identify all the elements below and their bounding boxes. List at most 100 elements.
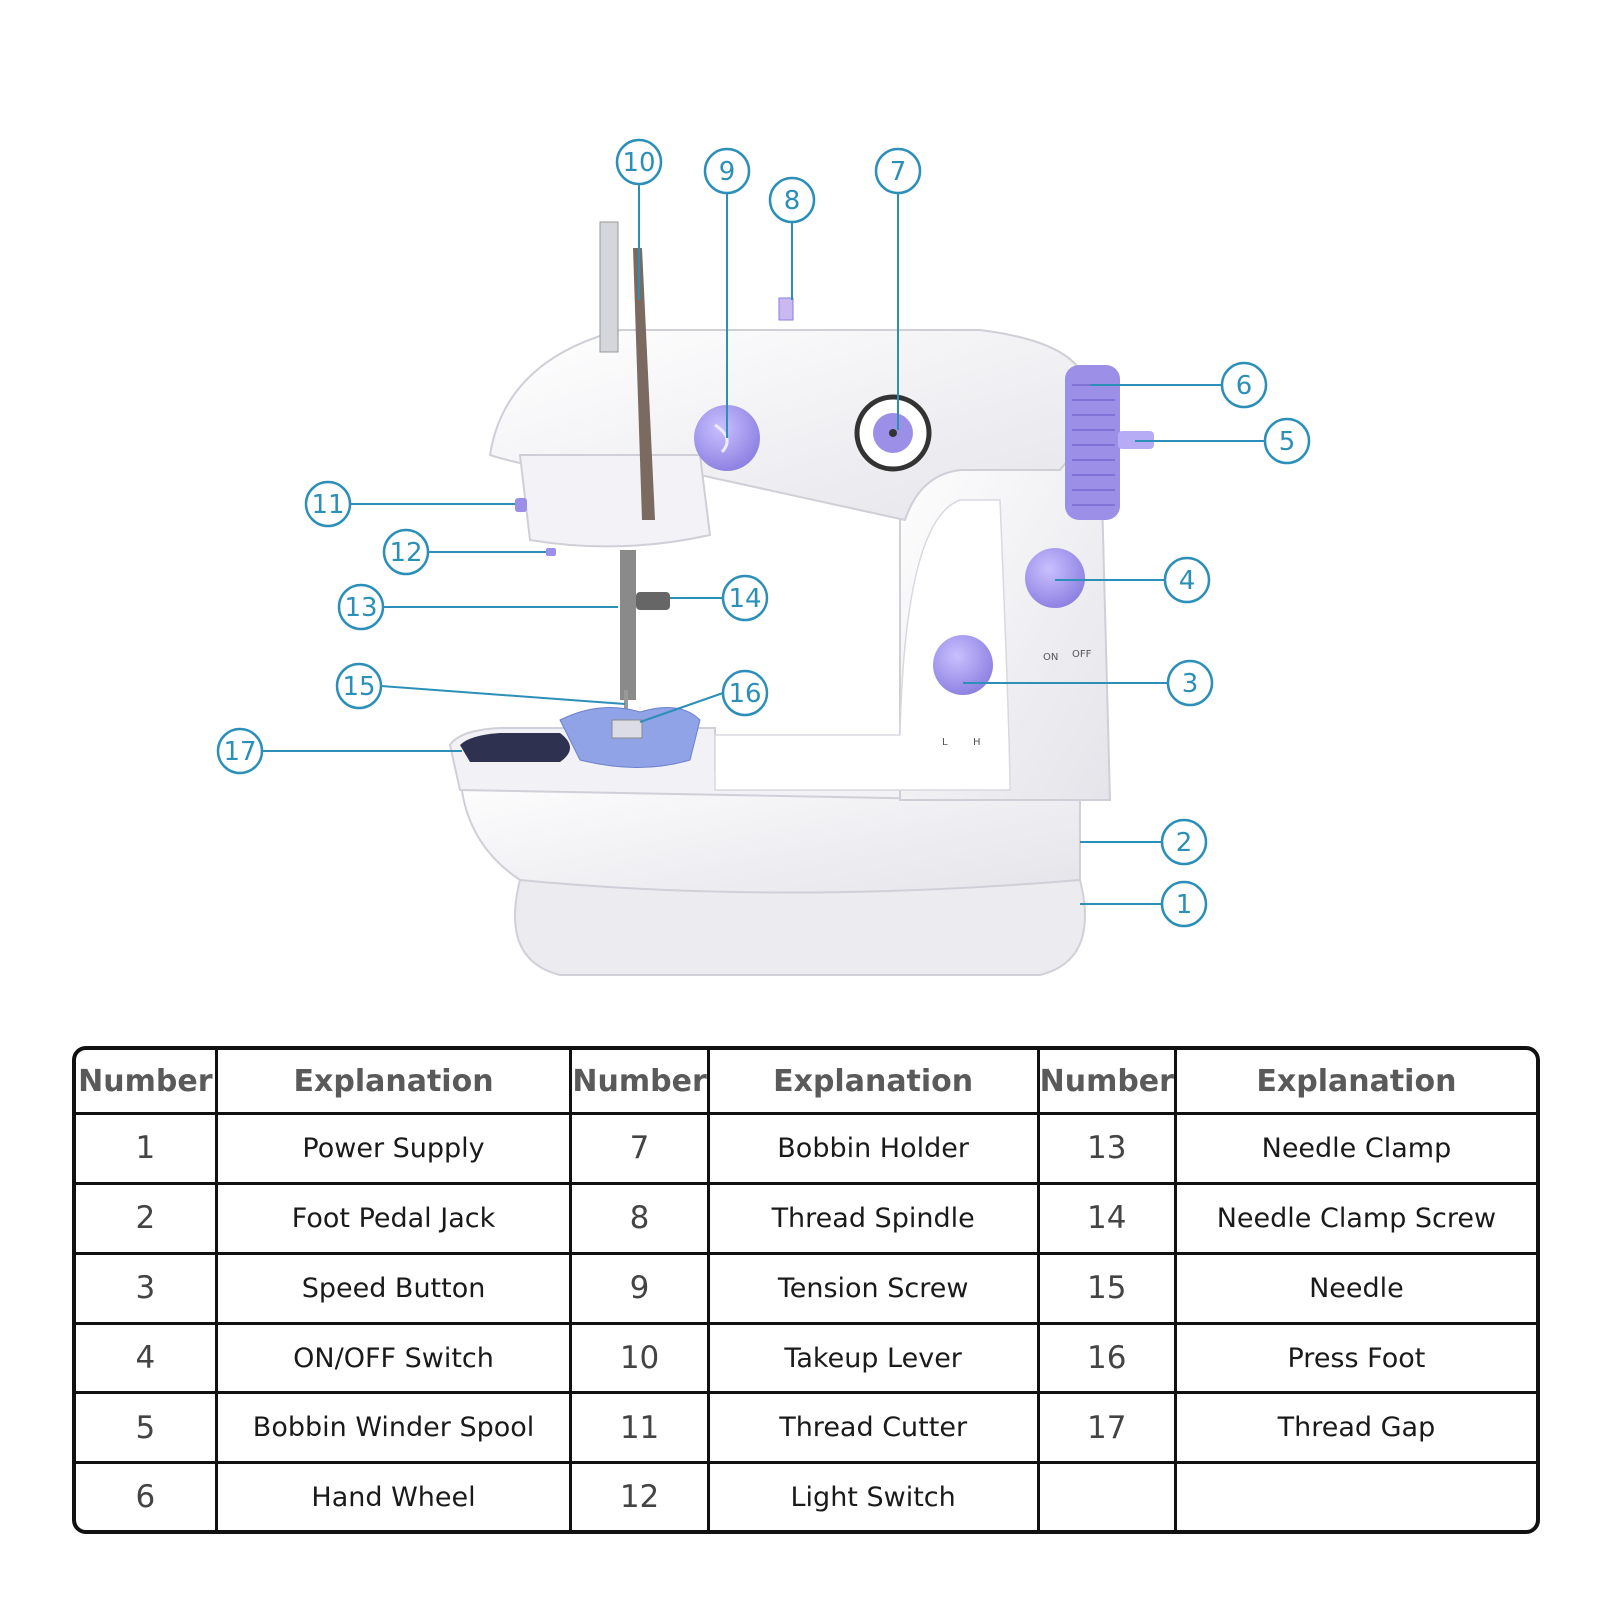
callout-4-circle	[1163, 556, 1211, 604]
cell-number: 6	[76, 1461, 218, 1530]
tension-screw-mark	[714, 423, 729, 454]
thread-gap-plate	[460, 733, 570, 762]
callout-3-circle	[1166, 659, 1214, 707]
cell-explanation: Needle Clamp	[1173, 1112, 1536, 1185]
callout-12-circle	[382, 528, 430, 576]
cell-explanation	[1173, 1461, 1536, 1530]
cell-explanation: Speed Button	[214, 1251, 573, 1325]
cell-explanation: Hand Wheel	[214, 1461, 573, 1530]
callout-17: 17	[223, 737, 256, 767]
callouts	[216, 138, 1311, 928]
cell-number: 16	[1036, 1321, 1177, 1395]
table-row: 5 Bobbin Winder Spool 11 Thread Cutter 1…	[76, 1391, 1536, 1465]
spool-pin	[599, 221, 619, 353]
callout-15-circle	[335, 662, 383, 710]
cell-number: 3	[76, 1251, 218, 1325]
header-explanation: Explanation	[706, 1050, 1040, 1115]
cell-explanation: Light Switch	[706, 1461, 1040, 1530]
cell-number: 7	[569, 1112, 710, 1185]
cell-explanation: Tension Screw	[706, 1251, 1040, 1325]
thread-spindle	[778, 297, 794, 321]
callout-17-circle	[216, 727, 264, 775]
cell-explanation: Thread Gap	[1173, 1391, 1536, 1465]
callout-numbers: 1 2 3 4 5 6 7 8 9 10 11 12 13 14 15 16 1…	[223, 148, 1295, 920]
low-label: L	[942, 737, 948, 748]
cell-number: 8	[569, 1181, 710, 1255]
callout-13-circle	[337, 583, 385, 631]
takeup-lever	[633, 248, 655, 520]
machine-head	[518, 454, 712, 548]
cell-number: 17	[1036, 1391, 1177, 1465]
cell-explanation: Power Supply	[214, 1112, 573, 1185]
callout-5: 5	[1279, 427, 1296, 457]
cell-explanation: Thread Spindle	[706, 1181, 1040, 1255]
header-number: Number	[1036, 1050, 1177, 1115]
on-label: ON	[1043, 652, 1058, 663]
callout-15: 15	[342, 672, 375, 702]
table-row: 3 Speed Button 9 Tension Screw 15 Needle	[76, 1251, 1536, 1325]
callout-6: 6	[1236, 371, 1253, 401]
cell-number: 11	[569, 1391, 710, 1465]
press-foot	[611, 719, 643, 739]
cell-number: 14	[1036, 1181, 1177, 1255]
cell-explanation: Needle Clamp Screw	[1173, 1181, 1536, 1255]
callout-16: 16	[728, 679, 761, 709]
cell-number: 13	[1036, 1112, 1177, 1185]
cell-explanation: Thread Cutter	[706, 1391, 1040, 1465]
cell-explanation: Press Foot	[1173, 1321, 1536, 1395]
cell-explanation: Bobbin Winder Spool	[214, 1391, 573, 1465]
callout-8-circle	[768, 176, 816, 224]
cell-number: 15	[1036, 1251, 1177, 1325]
hand-wheel	[1065, 365, 1120, 520]
callout-11-circle	[304, 480, 352, 528]
callout-4: 4	[1179, 566, 1196, 596]
thread-cutter	[515, 498, 527, 512]
high-label: H	[973, 737, 981, 748]
header-number: Number	[569, 1050, 710, 1115]
light-switch	[546, 548, 556, 556]
bobbin-holder-hub	[889, 429, 897, 437]
cell-number: 1	[76, 1112, 218, 1185]
cell-explanation: Takeup Lever	[706, 1321, 1040, 1395]
cell-number: 2	[76, 1181, 218, 1255]
sewing-machine: ON OFF L H	[448, 221, 1154, 976]
table-header-row: Number Explanation Number Explanation Nu…	[76, 1050, 1536, 1115]
cell-number: 12	[569, 1461, 710, 1530]
table-row: 6 Hand Wheel 12 Light Switch	[76, 1461, 1536, 1530]
header-number: Number	[76, 1050, 218, 1115]
arch-opening	[714, 499, 1011, 791]
callout-1-circle	[1160, 880, 1208, 928]
needle-bar	[620, 550, 636, 700]
table-row: 1 Power Supply 7 Bobbin Holder 13 Needle…	[76, 1112, 1536, 1185]
on-off-switch	[1025, 548, 1085, 608]
cell-explanation: Needle	[1173, 1251, 1536, 1325]
cell-number: 9	[569, 1251, 710, 1325]
needle-clamp-screw	[636, 592, 670, 610]
callout-10-circle	[615, 138, 663, 186]
cell-explanation: ON/OFF Switch	[214, 1321, 573, 1395]
cell-number	[1036, 1461, 1177, 1530]
header-explanation: Explanation	[214, 1050, 573, 1115]
callout-8: 8	[784, 186, 801, 216]
cell-explanation: Foot Pedal Jack	[214, 1181, 573, 1255]
off-label: OFF	[1072, 649, 1092, 660]
callout-3: 3	[1182, 669, 1199, 699]
leader-lines	[262, 184, 1265, 905]
callout-9: 9	[719, 157, 736, 187]
callout-5-circle	[1263, 417, 1311, 465]
table-row: 4 ON/OFF Switch 10 Takeup Lever 16 Press…	[76, 1321, 1536, 1395]
callout-2: 2	[1176, 828, 1193, 858]
callout-14: 14	[728, 584, 761, 614]
hand-wheel-grip	[1072, 384, 1115, 506]
speed-button	[933, 635, 993, 695]
cell-number: 10	[569, 1321, 710, 1395]
callout-7-circle	[874, 147, 922, 195]
callout-2-circle	[1160, 818, 1208, 866]
cell-number: 4	[76, 1321, 218, 1395]
callout-12: 12	[389, 538, 422, 568]
cell-explanation: Bobbin Holder	[706, 1112, 1040, 1185]
callout-1: 1	[1176, 890, 1193, 920]
callout-11: 11	[311, 490, 344, 520]
header-explanation: Explanation	[1173, 1050, 1536, 1115]
callout-13: 13	[344, 593, 377, 623]
